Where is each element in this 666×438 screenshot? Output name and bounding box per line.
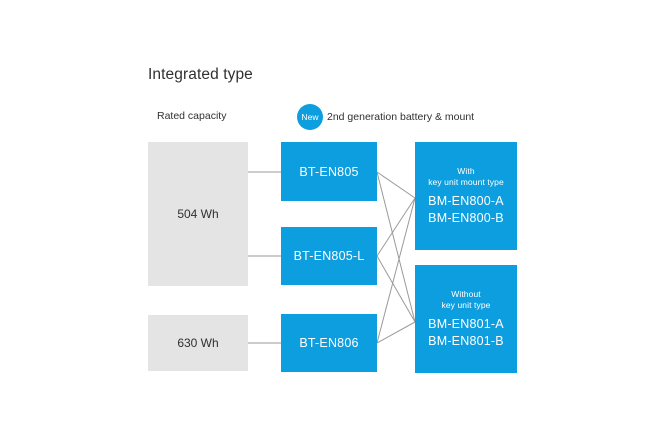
battery-box-bt-en805-l: BT-EN805-L (281, 227, 377, 285)
mount-code-bm-en800-b: BM-EN800-B (428, 210, 504, 225)
mount-sub-line1-without: Without (451, 288, 481, 299)
mount-box-without-key-unit: Without key unit type BM-EN801-A BM-EN80… (415, 265, 517, 373)
connector-en805-to-mount-with (376, 171, 416, 199)
new-badge: New (297, 104, 323, 130)
connector-en805-to-mount-without (376, 171, 416, 323)
column-header-generation: 2nd generation battery & mount (327, 111, 475, 123)
mount-code-bm-en800-a: BM-EN800-A (428, 193, 504, 208)
mount-code-bm-en801-b: BM-EN801-B (428, 333, 504, 348)
mount-sub-line2-with: key unit mount type (428, 176, 504, 187)
capacity-label-630: 630 Wh (177, 336, 219, 350)
battery-label-bt-en806: BT-EN806 (299, 336, 359, 350)
page-title: Integrated type (148, 66, 253, 83)
capacity-box-630: 630 Wh (148, 315, 248, 371)
capacity-box-504: 504 Wh (148, 142, 248, 286)
connector-en806-to-mount-with (376, 197, 416, 344)
battery-label-bt-en805: BT-EN805 (299, 164, 359, 179)
mount-box-with-key-unit: With key unit mount type BM-EN800-A BM-E… (415, 142, 517, 250)
mount-sub-line1-with: With (457, 165, 475, 176)
capacity-label-504: 504 Wh (177, 207, 219, 221)
column-header-rated-capacity: Rated capacity (157, 110, 227, 122)
connector-en805l-to-mount-with (376, 197, 416, 257)
battery-box-bt-en805: BT-EN805 (281, 142, 377, 201)
battery-label-bt-en805-l: BT-EN805-L (293, 249, 365, 263)
connector-en806-to-mount-without (376, 321, 416, 344)
battery-box-bt-en806: BT-EN806 (281, 314, 377, 372)
mount-sub-line2-without: key unit type (441, 299, 491, 310)
connector-en805l-to-mount-without (376, 255, 416, 323)
mount-code-bm-en801-a: BM-EN801-A (428, 316, 504, 331)
